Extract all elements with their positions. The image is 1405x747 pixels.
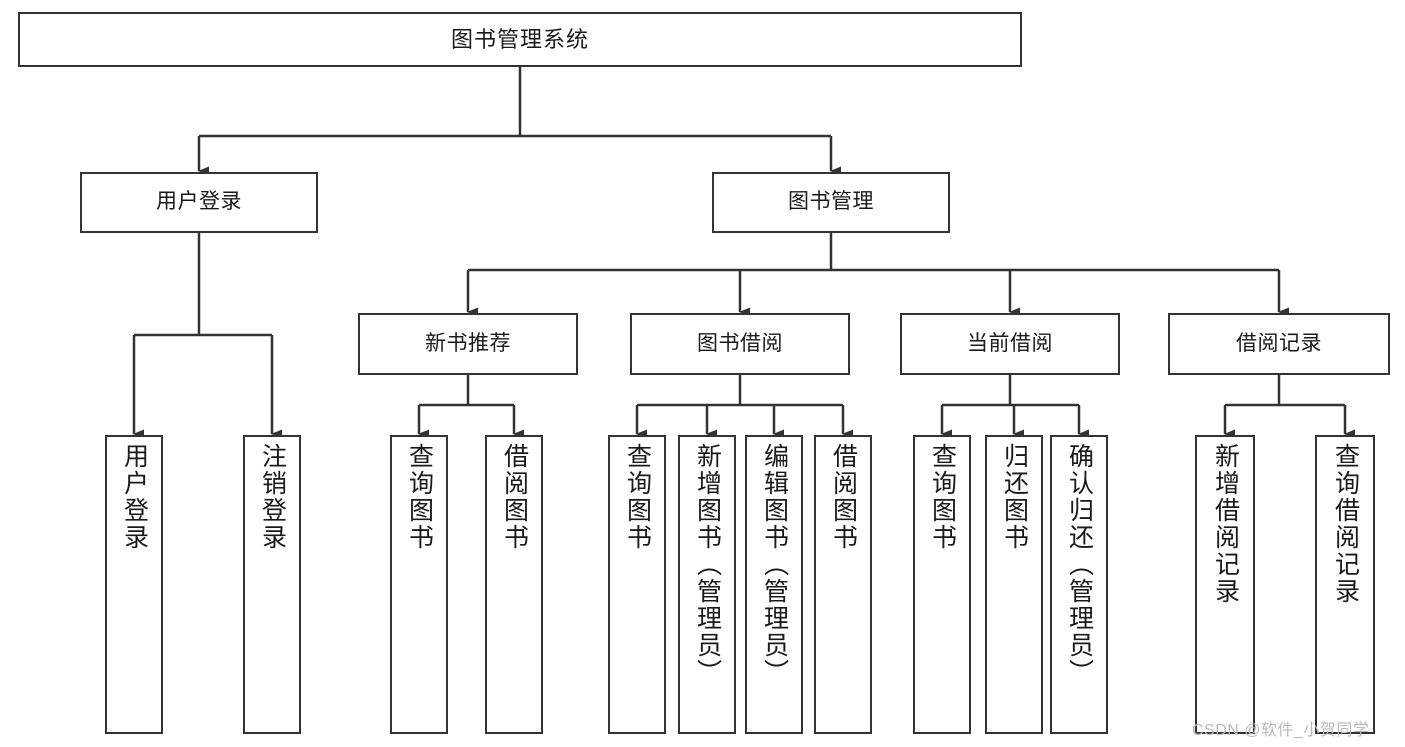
node-label: 查询图书 [928,443,957,551]
node-label: 注销登录 [258,443,287,551]
node-l-login: 用户登录 [105,435,163,734]
node-l-cu-conf: 确认归还（管理员） [1050,435,1108,734]
node-label: 图书借阅 [697,331,783,355]
node-label: 当前借阅 [967,331,1053,355]
node-label: 图书管理系统 [450,26,589,52]
node-root: 图书管理系统 [18,12,1022,67]
node-l-logout: 注销登录 [243,435,301,734]
node-l-bo-edit: 编辑图书（管理员） [745,435,803,734]
node-records: 借阅记录 [1168,313,1390,375]
node-label: 新增借阅记录 [1211,443,1240,605]
node-l-bo-lend: 借阅图书 [814,435,872,734]
node-l-cu-return: 归还图书 [985,435,1043,734]
node-label: 借阅记录 [1236,331,1322,355]
node-label: 查询图书 [623,443,652,551]
node-label: 新增图书（管理员） [693,443,722,686]
node-label: 借阅图书 [829,443,858,551]
node-label: 归还图书 [1000,443,1029,551]
node-l-nb-borrow: 借阅图书 [485,435,543,734]
node-label: 用户登录 [120,443,149,551]
node-borrow: 图书借阅 [630,313,850,375]
node-login: 用户登录 [80,172,318,233]
node-label: 借阅图书 [500,443,529,551]
node-l-nb-query: 查询图书 [390,435,448,734]
node-l-bo-add: 新增图书（管理员） [678,435,736,734]
node-label: 新书推荐 [425,331,511,355]
node-l-bo-query: 查询图书 [608,435,666,734]
node-l-re-query: 查询借阅记录 [1315,435,1375,734]
node-label: 查询借阅记录 [1331,443,1360,605]
node-bookmgmt: 图书管理 [712,172,950,233]
node-label: 图书管理 [788,190,874,214]
node-newbooks: 新书推荐 [358,313,578,375]
node-l-cu-query: 查询图书 [913,435,971,734]
node-current: 当前借阅 [900,313,1120,375]
node-label: 编辑图书（管理员） [760,443,789,686]
node-l-re-add: 新增借阅记录 [1195,435,1255,734]
node-label: 查询图书 [405,443,434,551]
node-label: 确认归还（管理员） [1065,443,1094,686]
node-label: 用户登录 [156,190,242,214]
